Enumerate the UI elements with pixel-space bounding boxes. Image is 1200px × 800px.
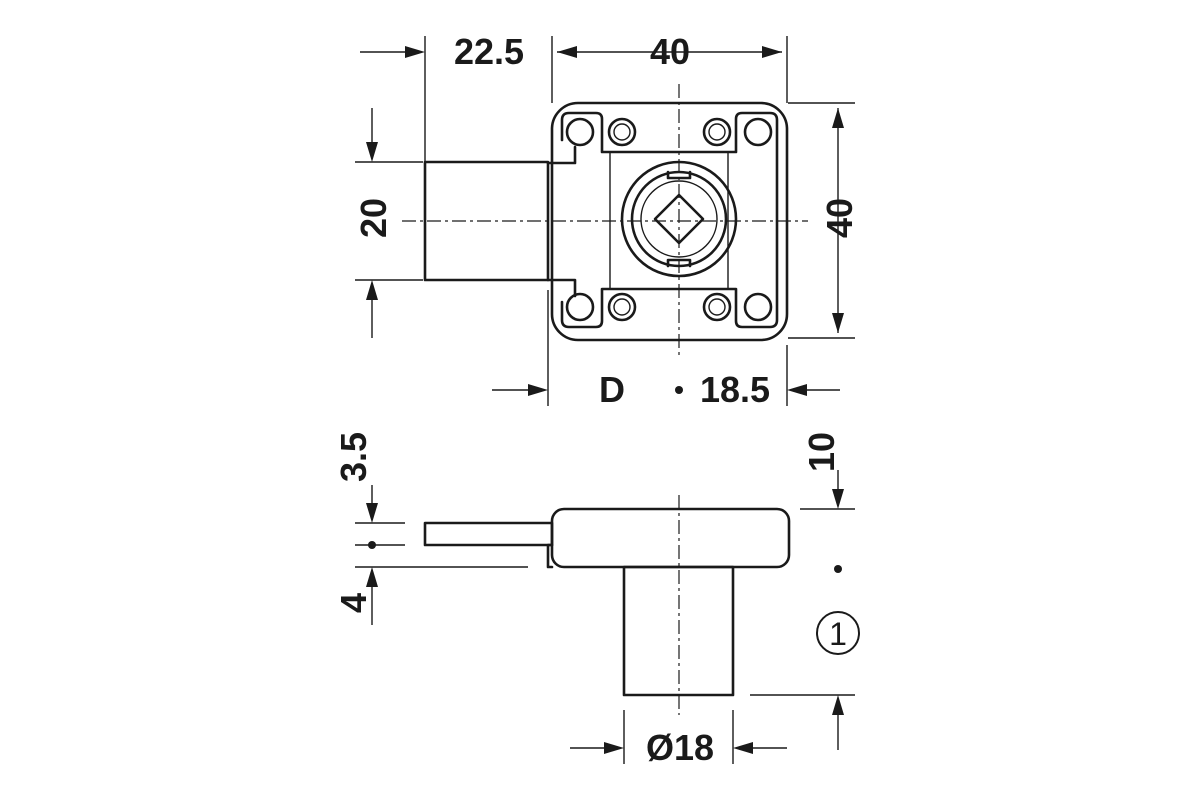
dim-bolt-20: 20 bbox=[353, 198, 394, 238]
dim-top-40: 40 bbox=[650, 31, 690, 72]
dim-22-5: 22.5 bbox=[454, 31, 524, 72]
screw-hole-bottom-left-inner bbox=[607, 292, 637, 322]
dim-depth-3-5: 3.5 bbox=[333, 432, 374, 482]
dim-backset-value: 18.5 bbox=[700, 369, 770, 410]
cylinder-inner-ring bbox=[640, 180, 718, 258]
side-plate-body bbox=[550, 507, 791, 569]
side-bolt bbox=[423, 521, 554, 547]
screw-hole-top-left bbox=[565, 117, 595, 147]
dim-backset-label: D bbox=[599, 369, 625, 410]
screw-hole-bottom-right-inner bbox=[702, 292, 732, 322]
bolt-guide bbox=[546, 145, 577, 298]
item-callout-number: 1 bbox=[829, 616, 847, 652]
lock-plate-inner-contour bbox=[560, 111, 779, 329]
dim-projection-10: 10 bbox=[801, 432, 842, 472]
side-view bbox=[423, 495, 791, 715]
side-dimension-lines bbox=[355, 470, 855, 764]
dim-side-40: 40 bbox=[819, 198, 860, 238]
side-bolt-guide bbox=[546, 543, 554, 569]
screw-hole-bottom-left bbox=[565, 292, 595, 322]
screw-hole-top-right-inner bbox=[702, 117, 732, 147]
item-callout-circle bbox=[816, 611, 860, 655]
dim-depth-4: 4 bbox=[333, 593, 374, 613]
screw-hole-bottom-right bbox=[743, 292, 773, 322]
dim-diameter-18: Ø18 bbox=[646, 727, 714, 768]
screw-hole-top-left-inner bbox=[607, 117, 637, 147]
front-dimension-lines bbox=[355, 36, 855, 406]
screw-hole-top-right bbox=[743, 117, 773, 147]
front-view bbox=[402, 84, 808, 356]
